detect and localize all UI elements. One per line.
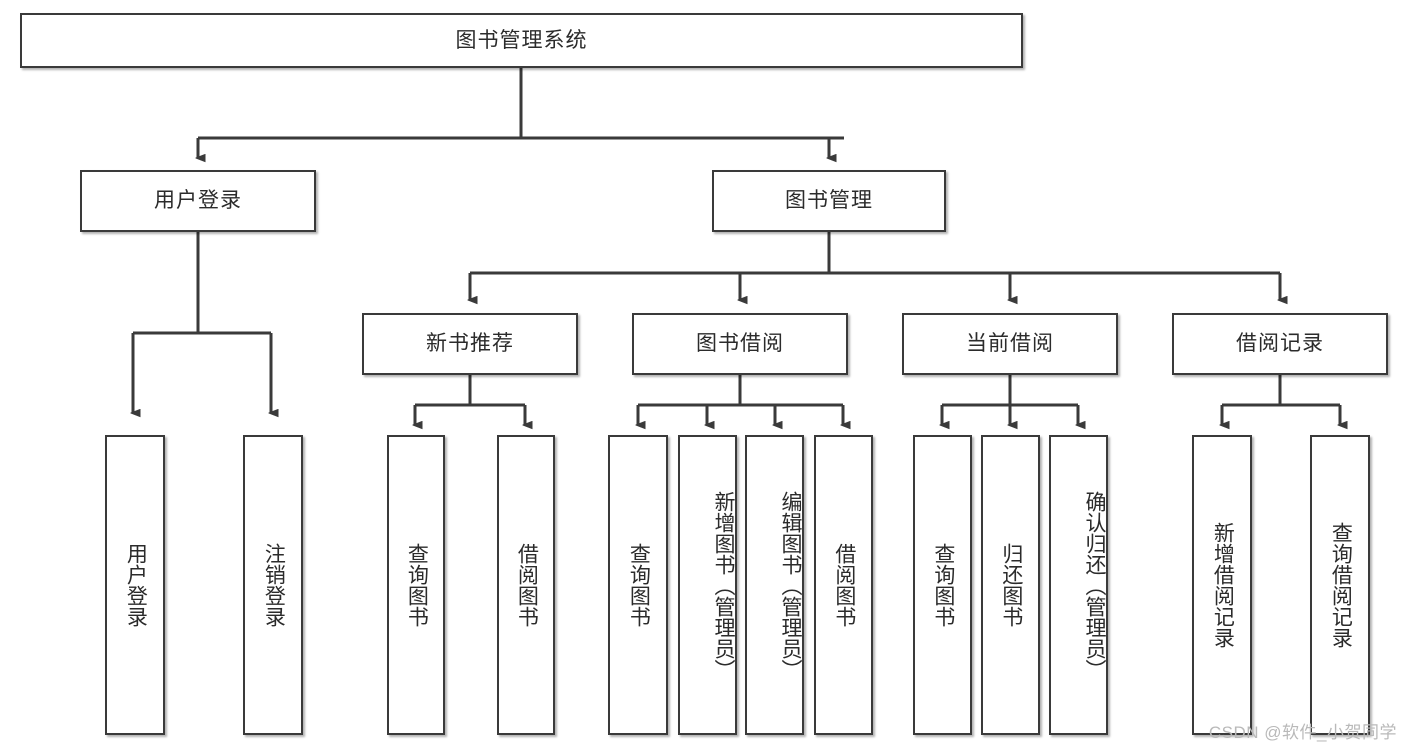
node-label: 用户登录: [124, 543, 148, 627]
leaf-user-login-login[interactable]: 用户登录: [105, 435, 165, 735]
node-label: 借阅图书: [515, 543, 539, 627]
csdn-watermark: CSDN @软件_小贺同学: [1208, 723, 1397, 742]
node-label: 新增图书（管理员）: [712, 490, 735, 680]
node-label: 图书管理系统: [455, 28, 588, 52]
node-label: 查询借阅记录: [1329, 522, 1353, 648]
node-book-management[interactable]: 图书管理: [712, 170, 946, 232]
node-user-login[interactable]: 用户登录: [80, 170, 316, 232]
node-label: 确认归还（管理员）: [1083, 490, 1106, 680]
node-book-borrow[interactable]: 图书借阅: [632, 313, 848, 375]
node-label: 查询图书: [931, 543, 955, 627]
leaf-record-add-record[interactable]: 新增借阅记录: [1192, 435, 1252, 735]
leaf-recommend-borrow-book[interactable]: 借阅图书: [497, 435, 555, 735]
node-label: 新书推荐: [426, 332, 514, 356]
leaf-borrow-edit-book-admin[interactable]: 编辑图书（管理员）: [745, 435, 804, 735]
leaf-borrow-add-book-admin[interactable]: 新增图书（管理员）: [678, 435, 737, 735]
node-label: 查询图书: [627, 543, 651, 627]
node-label: 注销登录: [262, 543, 286, 627]
node-label: 查询图书: [405, 543, 429, 627]
node-label: 图书借阅: [696, 332, 784, 356]
node-label: 借阅记录: [1236, 332, 1324, 356]
leaf-user-login-logout[interactable]: 注销登录: [243, 435, 303, 735]
node-current-borrow[interactable]: 当前借阅: [902, 313, 1118, 375]
leaf-record-query-record[interactable]: 查询借阅记录: [1310, 435, 1370, 735]
node-label: 当前借阅: [966, 332, 1054, 356]
node-label: 编辑图书（管理员）: [779, 490, 802, 680]
leaf-borrow-borrow-book[interactable]: 借阅图书: [814, 435, 873, 735]
node-label: 用户登录: [154, 189, 242, 213]
leaf-current-return-book[interactable]: 归还图书: [981, 435, 1040, 735]
node-label: 新增借阅记录: [1211, 522, 1235, 648]
node-new-book-recommend[interactable]: 新书推荐: [362, 313, 578, 375]
node-label: 借阅图书: [832, 543, 856, 627]
leaf-current-confirm-return-admin[interactable]: 确认归还（管理员）: [1049, 435, 1108, 735]
node-label: 图书管理: [785, 189, 873, 213]
leaf-recommend-query-book[interactable]: 查询图书: [387, 435, 445, 735]
node-root-system[interactable]: 图书管理系统: [20, 13, 1023, 68]
node-label: 归还图书: [999, 543, 1023, 627]
node-borrow-record[interactable]: 借阅记录: [1172, 313, 1388, 375]
leaf-current-query-book[interactable]: 查询图书: [913, 435, 972, 735]
leaf-borrow-query-book[interactable]: 查询图书: [608, 435, 668, 735]
